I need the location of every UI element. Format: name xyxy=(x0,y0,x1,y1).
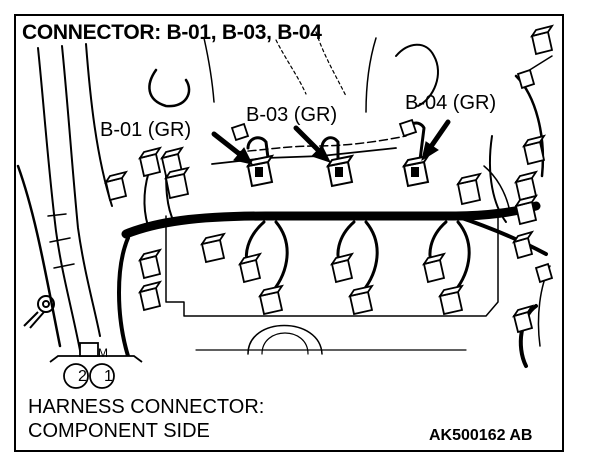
ground-terminal-icon xyxy=(37,295,55,313)
diagram-title: CONNECTOR: B-01, B-03, B-04 xyxy=(22,21,322,44)
left-hose-inner xyxy=(61,45,101,337)
left-hose xyxy=(37,47,83,362)
caption-line-2: COMPONENT SIDE xyxy=(28,420,210,442)
connector-pin-symbol-icon xyxy=(49,342,143,389)
engine-block-outline xyxy=(165,215,499,317)
diagram-frame: CONNECTOR: B-01, B-03, B-04 B-01 (GR) B-… xyxy=(14,14,564,452)
main-harness xyxy=(121,201,541,239)
pin-number-2: 2 xyxy=(78,368,87,385)
engine-harness-illustration xyxy=(16,24,555,389)
connector-label-b03: B-03 (GR) xyxy=(246,104,338,126)
figure-code: AK500162 AB xyxy=(429,427,533,444)
caption-line-1: HARNESS CONNECTOR: xyxy=(28,396,265,418)
connector-label-b04: B-04 (GR) xyxy=(405,92,497,114)
pin-number-1: 1 xyxy=(104,368,113,385)
connector-label-b01: B-01 (GR) xyxy=(100,119,192,141)
pin-symbol-letter: M xyxy=(98,346,108,360)
